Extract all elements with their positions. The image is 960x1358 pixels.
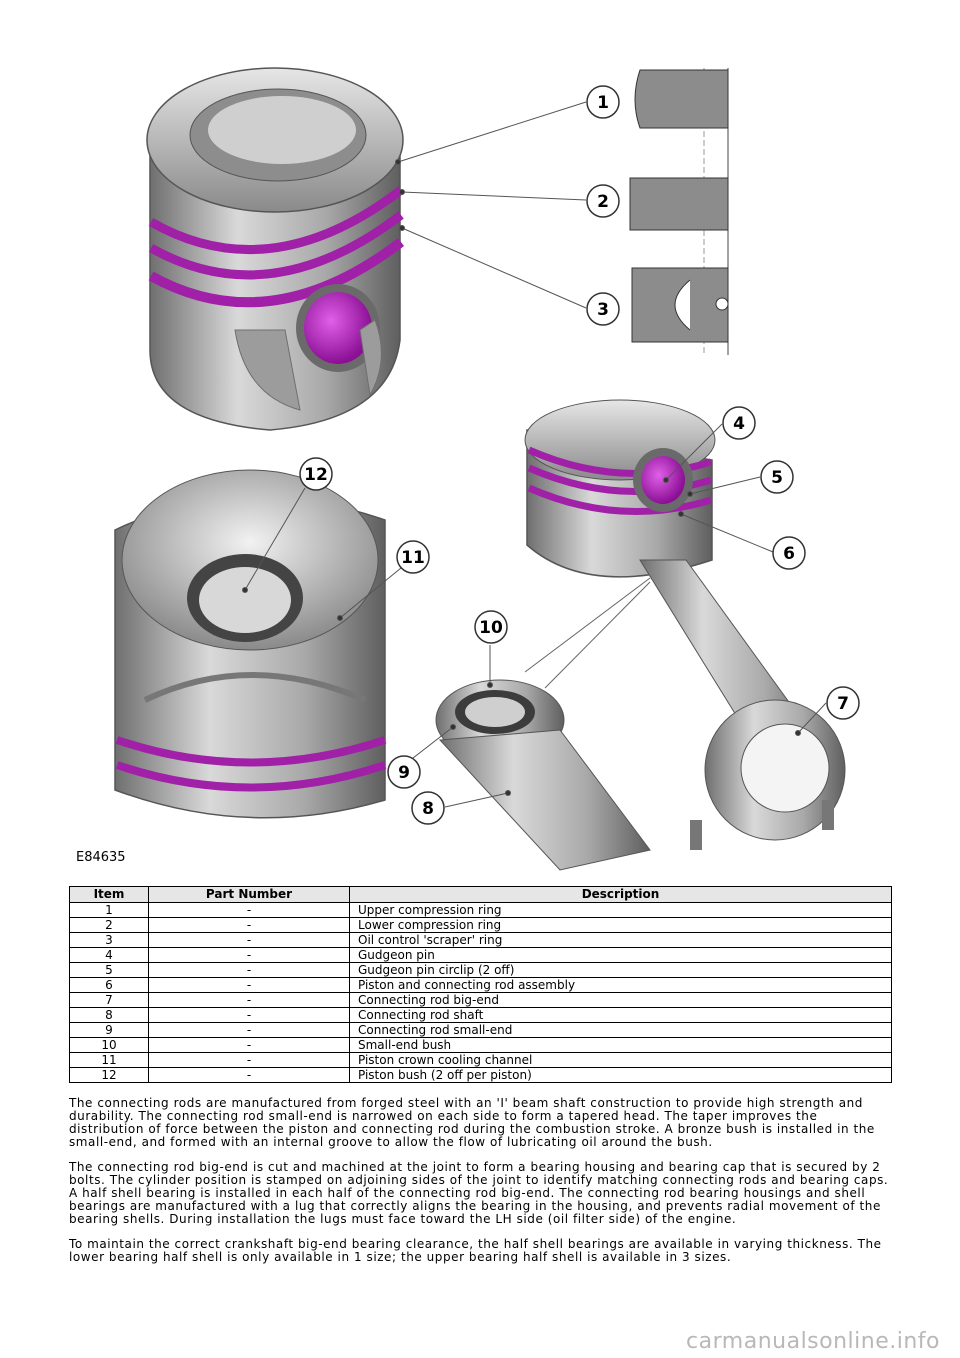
cell-part-number: -	[148, 962, 350, 978]
table-row: 9-Connecting rod small-end	[69, 1022, 892, 1038]
cell-part-number: -	[148, 1067, 350, 1083]
table-row: 12-Piston bush (2 off per piston)	[69, 1067, 892, 1083]
callout-5: 5	[760, 460, 794, 494]
cell-description: Connecting rod big-end	[349, 992, 892, 1008]
cell-part-number: -	[148, 932, 350, 948]
cell-part-number: -	[148, 902, 350, 918]
paragraph-big-end: The connecting rod big-end is cut and ma…	[69, 1160, 889, 1226]
cell-item: 3	[69, 932, 149, 948]
svg-text:7: 7	[837, 694, 849, 714]
table-row: 3-Oil control 'scraper' ring	[69, 932, 892, 948]
table-row: 5-Gudgeon pin circlip (2 off)	[69, 962, 892, 978]
cell-item: 1	[69, 902, 149, 918]
piston-illustration: 1 2 3 4 5 6 7 8 9 10 11 12 E8	[76, 67, 860, 871]
table-row: 7-Connecting rod big-end	[69, 992, 892, 1008]
header-item: Item	[69, 886, 149, 903]
cell-description: Connecting rod shaft	[349, 1007, 892, 1023]
svg-text:6: 6	[783, 544, 795, 564]
cell-part-number: -	[148, 947, 350, 963]
cell-part-number: -	[148, 977, 350, 993]
svg-text:3: 3	[597, 300, 609, 320]
table-row: 2-Lower compression ring	[69, 917, 892, 933]
cell-part-number: -	[148, 992, 350, 1008]
cell-item: 10	[69, 1037, 149, 1053]
cell-description: Small-end bush	[349, 1037, 892, 1053]
cell-description: Lower compression ring	[349, 917, 892, 933]
paragraph-conrod-construction: The connecting rods are manufactured fro…	[69, 1096, 875, 1149]
callout-1: 1	[586, 85, 620, 119]
figure-id: E84635	[76, 850, 126, 865]
table-header-row: Item Part Number Description	[69, 886, 892, 903]
svg-text:1: 1	[597, 93, 609, 113]
callout-9: 9	[387, 755, 421, 789]
callout-2: 2	[586, 184, 620, 218]
piston-main	[146, 67, 405, 431]
watermark: carmanualsonline.info	[686, 1329, 940, 1354]
callout-12: 12	[299, 457, 333, 491]
cell-item: 2	[69, 917, 149, 933]
callout-4: 4	[722, 406, 756, 440]
body-text: The connecting rods are manufactured fro…	[69, 1097, 895, 1276]
cell-part-number: -	[148, 917, 350, 933]
header-description: Description	[349, 886, 892, 903]
svg-text:9: 9	[398, 763, 410, 783]
cell-item: 4	[69, 947, 149, 963]
parts-table: Item Part Number Description 1-Upper com…	[69, 886, 892, 1083]
cell-part-number: -	[148, 1007, 350, 1023]
svg-text:10: 10	[479, 618, 503, 638]
svg-text:11: 11	[401, 548, 425, 568]
callout-8: 8	[411, 791, 445, 825]
table-row: 10-Small-end bush	[69, 1037, 892, 1053]
cell-item: 9	[69, 1022, 149, 1038]
cell-item: 7	[69, 992, 149, 1008]
table-row: 6-Piston and connecting rod assembly	[69, 977, 892, 993]
callout-7: 7	[826, 686, 860, 720]
cell-item: 6	[69, 977, 149, 993]
svg-text:2: 2	[597, 192, 609, 212]
ring-cross-sections	[629, 68, 729, 355]
table-row: 1-Upper compression ring	[69, 902, 892, 918]
cell-description: Gudgeon pin circlip (2 off)	[349, 962, 892, 978]
conrod-small-end	[435, 679, 651, 871]
table-row: 4-Gudgeon pin	[69, 947, 892, 963]
cell-description: Piston and connecting rod assembly	[349, 977, 892, 993]
cell-description: Piston bush (2 off per piston)	[349, 1067, 892, 1083]
callout-10: 10	[474, 610, 508, 644]
table-row: 11-Piston crown cooling channel	[69, 1052, 892, 1068]
callout-6: 6	[772, 536, 806, 570]
cell-part-number: -	[148, 1052, 350, 1068]
cell-description: Upper compression ring	[349, 902, 892, 918]
svg-text:5: 5	[771, 468, 783, 488]
cell-description: Gudgeon pin	[349, 947, 892, 963]
paragraph-bearing-clearance: To maintain the correct crankshaft big-e…	[69, 1237, 882, 1264]
piston-underside	[114, 469, 387, 819]
cell-item: 11	[69, 1052, 149, 1068]
cell-part-number: -	[148, 1037, 350, 1053]
cell-part-number: -	[148, 1022, 350, 1038]
cell-description: Piston crown cooling channel	[349, 1052, 892, 1068]
cell-description: Oil control 'scraper' ring	[349, 932, 892, 948]
cell-description: Connecting rod small-end	[349, 1022, 892, 1038]
callout-3: 3	[586, 292, 620, 326]
svg-text:8: 8	[422, 799, 434, 819]
table-row: 8-Connecting rod shaft	[69, 1007, 892, 1023]
header-part-number: Part Number	[148, 886, 350, 903]
leader-lines	[242, 101, 827, 808]
cell-item: 5	[69, 962, 149, 978]
svg-text:12: 12	[304, 465, 328, 485]
svg-text:4: 4	[733, 414, 745, 434]
cell-item: 12	[69, 1067, 149, 1083]
cell-item: 8	[69, 1007, 149, 1023]
callout-11: 11	[396, 540, 430, 574]
